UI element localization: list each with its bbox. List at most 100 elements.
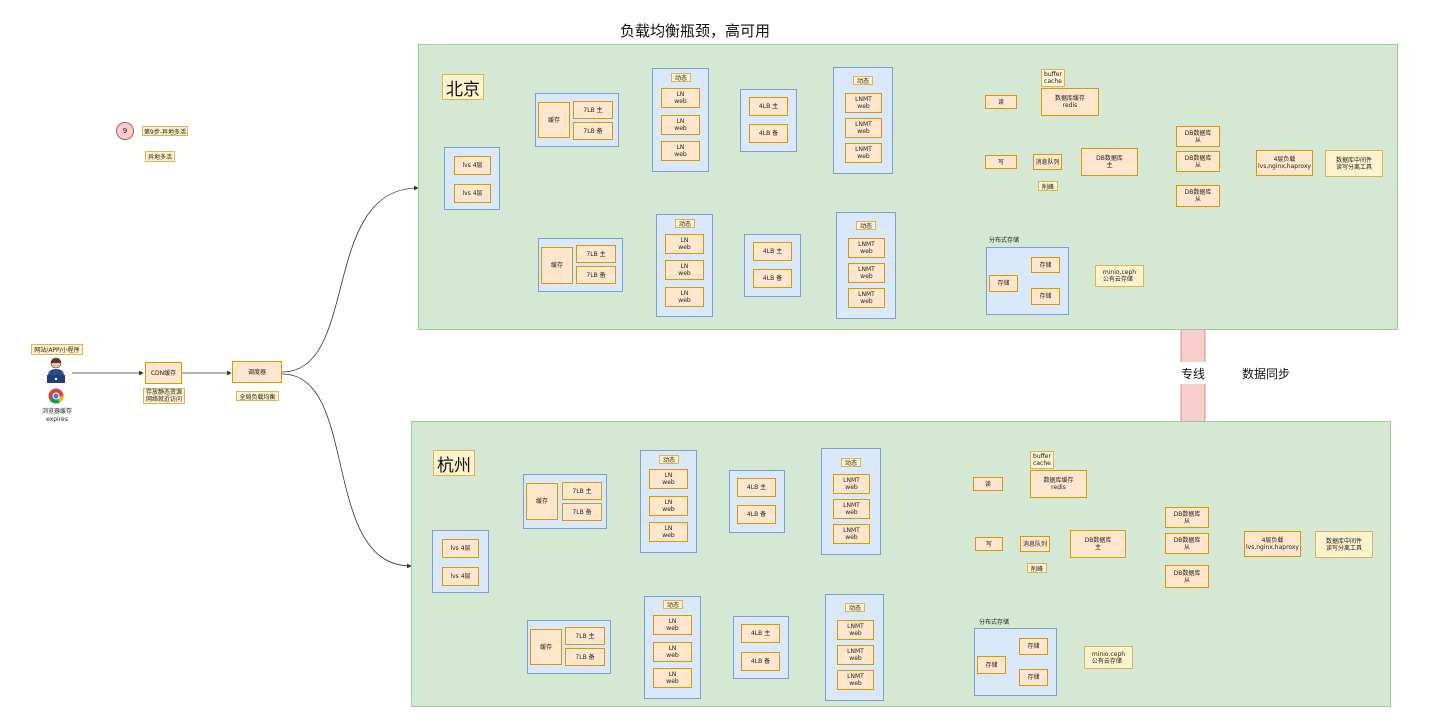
ln-web-node: LN web	[661, 141, 700, 161]
buffer-cache-note: buffer cache	[1030, 451, 1054, 469]
lnmt-web-node: LNMT web	[845, 143, 882, 163]
db-slave-node: DB数据库 从	[1165, 533, 1209, 554]
db-slave-node: DB数据库 从	[1176, 185, 1220, 207]
ln-web-node: LN web	[665, 260, 704, 280]
db-master-node: DB数据库 主	[1081, 148, 1138, 176]
l7-main-node: 7LB 主	[562, 482, 602, 500]
lvs-node: lvs 4层	[442, 539, 479, 558]
db-middleware-note: 数据库中间件 读写分离工具	[1315, 531, 1373, 558]
ln-web-node: LN web	[649, 496, 688, 516]
cdn-note: 存放静态资源 网络就近访问	[143, 388, 185, 404]
distributed-storage-label: 分布式存储	[988, 237, 1019, 244]
client-label: 网站/APP/小程序	[31, 344, 83, 355]
lnmt-web-node: LNMT web	[833, 524, 870, 544]
lnmt-web-node: LNMT web	[848, 238, 885, 258]
cache-node: 缓存	[538, 102, 570, 138]
db-slave-node: DB数据库 从	[1165, 565, 1209, 588]
dynamic-label: 动态	[659, 455, 679, 464]
step-badge-number: 9	[122, 127, 128, 135]
object-storage-note: minio,ceph 公有云存储	[1095, 265, 1144, 287]
lnmt-web-node: LNMT web	[848, 263, 885, 283]
storage-node: 存储	[989, 275, 1018, 292]
db-slave-node: DB数据库 从	[1176, 126, 1220, 147]
l4-backup-node: 4LB 备	[749, 124, 788, 143]
scheduler: 调度器	[232, 361, 282, 383]
expires-label: expires	[46, 416, 68, 423]
peak-shaving-note: 削峰	[1038, 181, 1058, 191]
storage-node: 存储	[1031, 257, 1060, 273]
step-badge-note: 异地多活	[145, 151, 175, 162]
cache-node: 缓存	[530, 629, 562, 665]
dynamic-label: 动态	[856, 221, 876, 230]
buffer-cache-note: buffer cache	[1041, 69, 1065, 87]
l7-backup-node: 7LB 备	[562, 503, 602, 521]
write-node: 写	[975, 537, 1003, 551]
db-cache-node: 数据库缓存 redis	[1041, 88, 1099, 116]
lnmt-web-node: LNMT web	[833, 499, 870, 519]
lvs-node: lvs 4层	[454, 184, 491, 203]
ln-web-node: LN web	[661, 115, 700, 135]
ln-web-node: LN web	[653, 642, 692, 662]
l4-main-node: 4LB 主	[749, 97, 788, 116]
chrome-icon	[48, 388, 64, 404]
l7-backup-node: 7LB 备	[565, 648, 605, 666]
ln-web-node: LN web	[649, 522, 688, 542]
cache-node: 缓存	[541, 247, 573, 284]
lnmt-web-node: LNMT web	[845, 93, 882, 113]
l4-backup-node: 4LB 备	[737, 505, 776, 524]
data-sync-label: 数据同步	[1241, 366, 1290, 381]
ln-web-node: LN web	[653, 615, 692, 635]
lnmt-web-node: LNMT web	[837, 645, 874, 665]
lvs-node: lvs 4层	[442, 567, 479, 586]
ln-web-node: LN web	[653, 668, 692, 688]
db-slave-node: DB数据库 从	[1176, 151, 1220, 172]
message-queue-node: 消息队列	[1020, 536, 1050, 552]
dynamic-label: 动态	[853, 76, 873, 85]
l7-main-node: 7LB 主	[573, 101, 613, 119]
l4-main-node: 4LB 主	[741, 624, 780, 643]
private-line-label: 专线	[1174, 362, 1212, 384]
browser-cache-label: 浏览器缓存	[41, 408, 72, 415]
storage-node: 存储	[1019, 669, 1048, 686]
dynamic-label: 动态	[663, 600, 683, 609]
read-node: 读	[973, 477, 1003, 491]
dynamic-label: 动态	[841, 458, 861, 467]
ln-web-node: LN web	[649, 469, 688, 489]
l7-main-node: 7LB 主	[576, 245, 616, 263]
l4-main-node: 4LB 主	[737, 478, 776, 497]
l4-main-node: 4LB 主	[753, 242, 792, 261]
lnmt-web-node: LNMT web	[848, 288, 885, 308]
region-name-hangzhou: 杭州	[433, 450, 475, 476]
step-badge-label: 第9步-异地多活	[142, 126, 188, 136]
l4-backup-node: 4LB 备	[753, 269, 792, 288]
storage-node: 存储	[1031, 288, 1060, 305]
ln-web-node: LN web	[665, 287, 704, 307]
write-node: 写	[985, 155, 1017, 169]
l7-backup-node: 7LB 备	[576, 266, 616, 284]
lnmt-web-node: LNMT web	[845, 118, 882, 138]
l4-backup-node: 4LB 备	[741, 652, 780, 671]
lvs-node: lvs 4层	[454, 156, 491, 175]
ln-web-node: LN web	[665, 234, 704, 254]
dynamic-label: 动态	[845, 603, 865, 612]
region-name-beijing: 北京	[442, 74, 484, 100]
db-cache-node: 数据库缓存 redis	[1030, 470, 1087, 498]
storage-node: 存储	[1019, 638, 1048, 655]
step-badge: 9	[116, 122, 134, 140]
storage-node: 存储	[977, 656, 1006, 674]
l7-main-node: 7LB 主	[565, 627, 605, 645]
lnmt-web-node: LNMT web	[837, 620, 874, 640]
user-icon	[45, 356, 67, 384]
scheduler-note: 全局负载均衡	[236, 391, 279, 401]
db-l4-balancer-node: 4层负载 lvs,nginx,haproxy	[1244, 531, 1301, 557]
l7-backup-node: 7LB 备	[573, 122, 613, 140]
peak-shaving-note: 削峰	[1027, 563, 1047, 573]
db-middleware-note: 数据库中间件 读写分离工具	[1325, 150, 1383, 177]
db-l4-balancer-node: 4层负载 lvs,nginx,haproxy	[1256, 150, 1313, 176]
db-master-node: DB数据库 主	[1070, 530, 1126, 558]
dynamic-label: 动态	[675, 219, 695, 228]
read-node: 读	[985, 95, 1017, 109]
diagram-title: 负载均衡瓶颈，高可用	[620, 22, 771, 40]
distributed-storage-label: 分布式存储	[978, 619, 1009, 626]
lnmt-web-node: LNMT web	[837, 670, 874, 690]
